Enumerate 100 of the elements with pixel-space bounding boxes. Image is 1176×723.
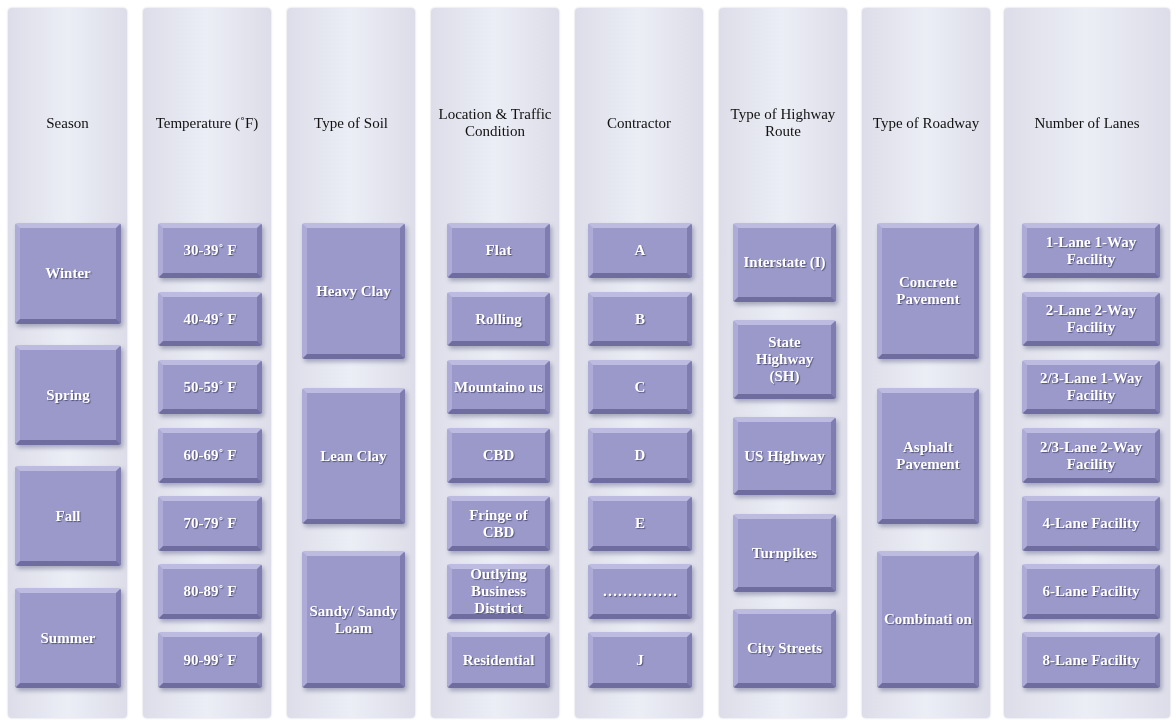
category-box [302,551,405,688]
category-box [588,496,692,551]
category-box [1022,564,1160,619]
box-label: Asphalt Pavement [895,439,961,473]
box-label: Combinati on [884,611,972,628]
category-box [877,223,979,359]
box-label: D [634,447,646,464]
column-panel [8,8,127,718]
category-box [1022,632,1160,688]
column-panel [143,8,271,718]
column-heading: Temperature (˚F) [154,113,260,133]
box-label: …………… [602,583,678,600]
column-panel [1004,8,1170,718]
box-label: Concrete Pavement [895,274,961,308]
box-label: 30-39˚ F [183,242,237,259]
box-label: A [634,242,646,259]
box-label: Summer [40,629,96,647]
category-box [15,345,121,445]
column-panel [431,8,559,718]
column-heading: Type of Roadway [871,113,981,133]
box-label: Flat [485,242,512,259]
box-label: 70-79˚ F [183,515,237,532]
category-box [588,632,692,688]
box-label: 2/3-Lane 1-Way Facility [1038,370,1144,404]
box-label: Fall [55,507,81,525]
box-label: 1-Lane 1-Way Facility [1044,233,1138,268]
category-box [447,223,550,278]
category-box [733,514,836,592]
box-label: 80-89˚ F [183,583,237,600]
box-label: Lean Clay [320,447,387,465]
category-box [447,292,550,346]
category-box [447,564,550,619]
category-box [877,388,979,524]
category-box [877,551,979,688]
box-label: Fringe of CBD [468,506,529,541]
box-label: US Highway [744,447,825,465]
category-box [588,292,692,346]
category-box [588,564,692,619]
column-heading: Type of Highway Route [729,105,837,141]
box-label: Mountaino us [454,378,543,396]
box-label: Winter [45,265,91,282]
category-box [733,223,836,302]
box-label: Rolling [475,310,522,328]
category-box [447,496,550,551]
box-label: 2-Lane 2-Way Facility [1044,302,1138,336]
category-box [15,466,121,566]
category-box [447,360,550,414]
box-label: 40-49˚ F [183,310,237,328]
category-box [158,223,262,278]
box-label: 90-99˚ F [183,651,237,669]
category-box [588,223,692,278]
column-panel [719,8,847,718]
box-label: B [635,310,645,328]
box-label: Interstate (I) [743,254,826,271]
category-box [302,223,405,359]
category-box [158,428,262,483]
category-box [1022,360,1160,414]
box-label: 60-69˚ F [183,447,237,464]
box-label: 6-Lane Facility [1042,583,1140,600]
category-box [447,632,550,688]
box-label: Turnpikes [751,544,818,562]
box-label: City Streets [746,640,823,657]
category-box [447,428,550,483]
box-label: C [634,378,646,396]
category-box [158,564,262,619]
category-box [158,292,262,346]
box-label: Residential [462,651,535,669]
column-heading: Type of Soil [313,113,389,133]
category-box [1022,292,1160,346]
column-panel [862,8,990,718]
box-label: J [636,651,644,669]
box-label: Spring [46,386,90,404]
category-box [15,223,121,324]
category-box [158,360,262,414]
box-label: Heavy Clay [316,282,391,300]
box-label: State Highway (SH) [754,334,815,385]
box-label: Outlying Business District [469,566,528,617]
category-box [588,360,692,414]
box-label: CBD [482,447,515,464]
box-label: 8-Lane Facility [1042,651,1140,669]
category-box [1022,223,1160,278]
column-heading: Number of Lanes [1033,113,1141,133]
category-box [158,632,262,688]
column-heading: Season [45,113,90,133]
category-box [15,588,121,688]
category-box [588,428,692,483]
box-label: E [635,515,645,532]
column-heading: Location & Traffic Condition [437,105,553,141]
category-box [1022,428,1160,483]
category-box [733,417,836,495]
category-box [733,609,836,688]
category-box [733,320,836,399]
box-label: 2/3-Lane 2-Way Facility [1038,438,1144,473]
box-label: Sandy/ Sandy Loam [309,602,398,637]
column-heading: Contractor [605,113,673,133]
box-label: 4-Lane Facility [1042,515,1140,532]
category-box [158,496,262,551]
column-panel [287,8,415,718]
category-box [1022,496,1160,551]
category-box [302,388,405,524]
